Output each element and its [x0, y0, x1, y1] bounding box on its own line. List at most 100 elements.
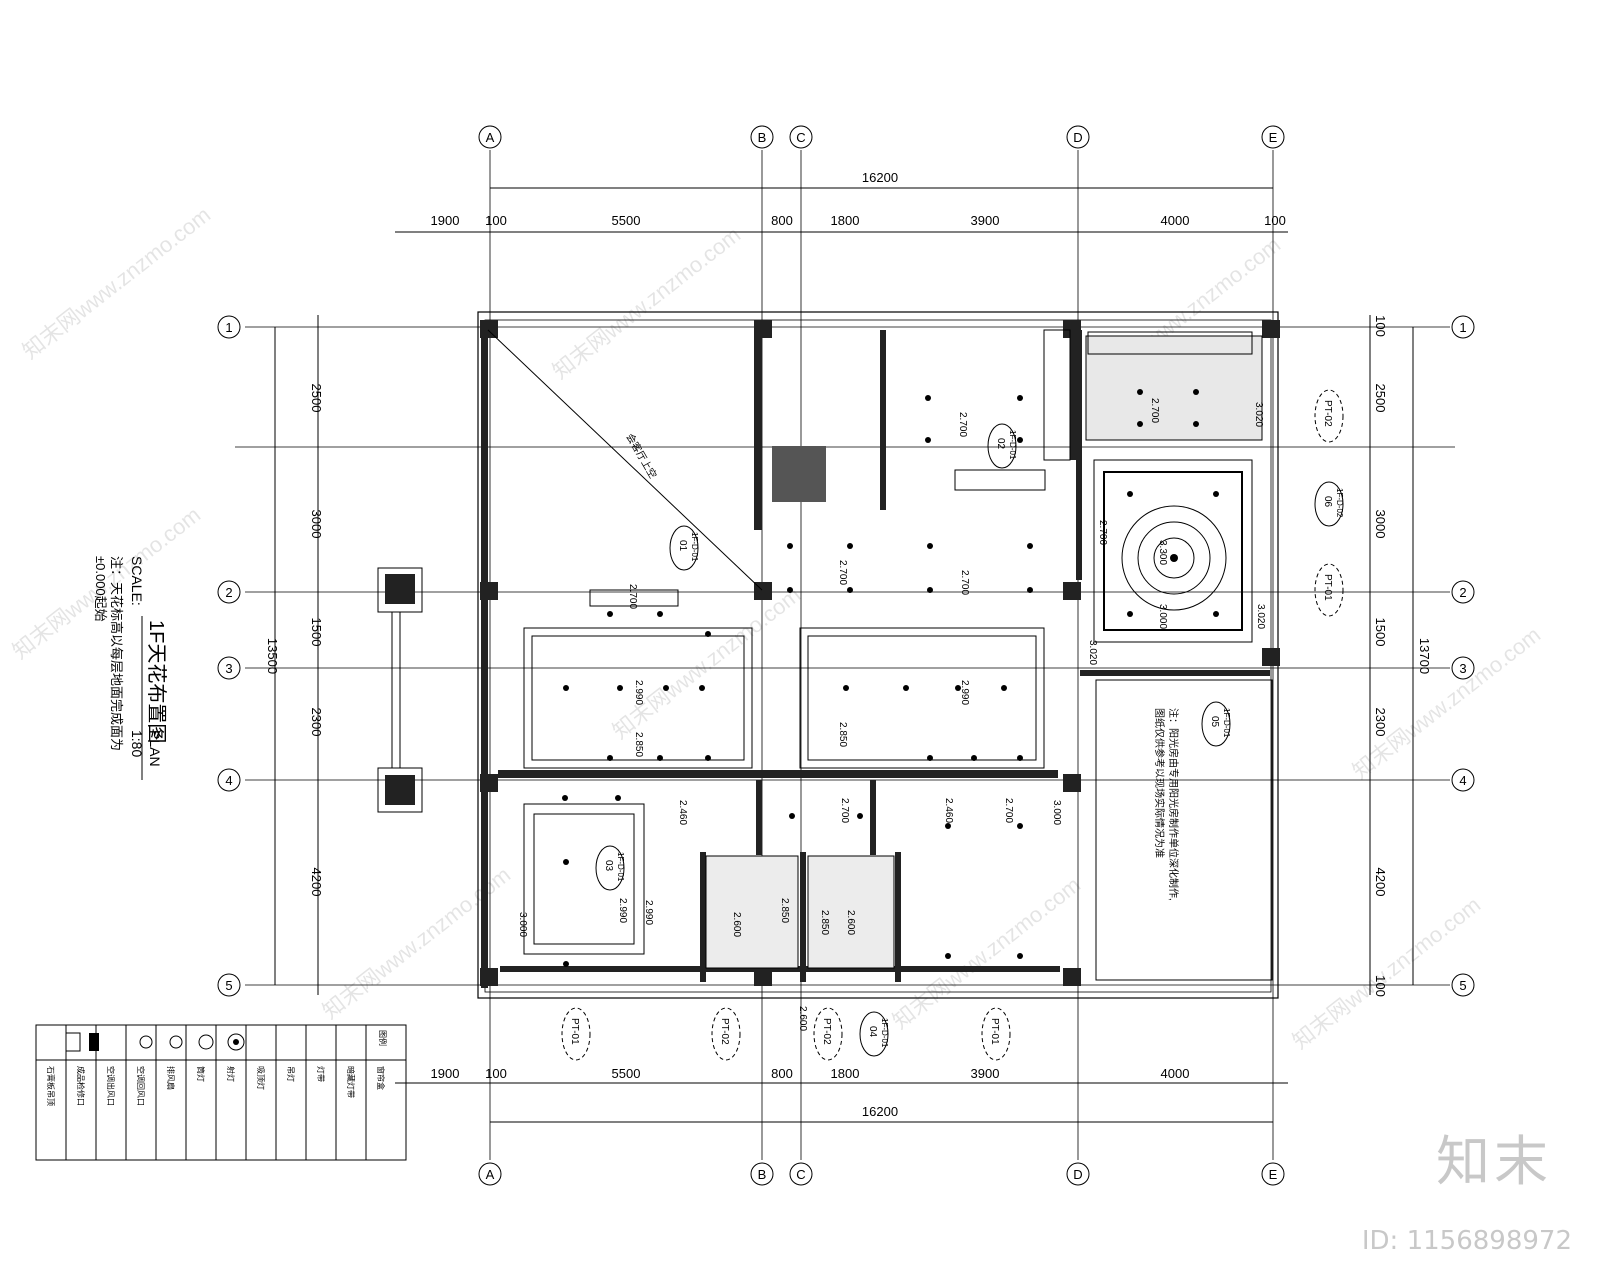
height-label: 3.020	[1255, 604, 1266, 629]
dim-bottom-total: 16200	[862, 1104, 898, 1119]
downlight-icon	[1127, 491, 1219, 617]
material-tag: PT-02	[813, 1007, 843, 1061]
axis-bubbles-right: 1 2 3 4 5	[1451, 315, 1475, 997]
height-label: 2.700	[959, 570, 970, 595]
scale-label: SCALE:	[129, 556, 145, 606]
axis-label-d: D	[1073, 1167, 1082, 1182]
axis-label-c: C	[796, 1167, 805, 1182]
ceiling-lamp-icon	[227, 1033, 245, 1051]
section-tag-number: 03	[603, 860, 614, 872]
legend-item: 空调出风口	[106, 1066, 116, 1106]
material-tags: PT-02 PT-01 PT-01 PT-02 PT-02 PT-01	[561, 389, 1344, 1061]
material-tag: PT-01	[981, 1007, 1011, 1061]
downlights	[562, 389, 1219, 967]
dim-top-seg: 800	[771, 213, 793, 228]
axis-label-5: 5	[225, 978, 232, 993]
axis-bubbles-bottom: A B C D E	[478, 1162, 1285, 1186]
axis-label-c: C	[796, 130, 805, 145]
downlight-icon	[562, 795, 621, 967]
bottom-dimensions: 1900 100 5500 800 1800 3900 4000 16200	[395, 1066, 1288, 1123]
top-dimensions: 16200 1900 100 5500 800 1800 3900 4000 1…	[395, 170, 1288, 233]
downlight-icon	[787, 543, 853, 593]
height-label: 2.460	[677, 800, 688, 825]
legend-item: 成品检修口	[76, 1066, 86, 1106]
height-label: 2.990	[633, 680, 644, 705]
dim-left-seg: 3000	[309, 510, 324, 539]
material-tag: PT-02	[1314, 389, 1344, 443]
dim-bottom-seg: 1800	[831, 1066, 860, 1081]
legend-item: 石膏板吊顶	[46, 1066, 56, 1106]
axis-bubbles-left: 1 2 3 4 5	[217, 315, 241, 997]
downlight-icon	[945, 823, 1023, 959]
drawing-title-plan: PLAN	[147, 730, 163, 767]
dim-right-total: 13700	[1417, 638, 1432, 674]
brand-logo: 知末	[1436, 1130, 1552, 1193]
height-label: 2.600	[731, 912, 742, 937]
legend-table: 图例 石膏板吊顶 成品检修口 空调出风口 空调回风口 排风扇 筒灯 射灯 吸顶灯…	[35, 1024, 407, 1161]
material-tag: PT-02	[711, 1007, 741, 1061]
dim-bottom-seg: 3900	[971, 1066, 1000, 1081]
dim-bottom-seg: 800	[771, 1066, 793, 1081]
dim-right-seg: 3000	[1373, 510, 1388, 539]
section-tag-ref: 1F-D-01	[1222, 708, 1231, 738]
legend-item: 筒灯	[196, 1066, 206, 1082]
section-tag-ref: 1F-D-01	[690, 532, 699, 562]
height-label: 3.000	[517, 912, 528, 937]
axis-label-1: 1	[225, 320, 232, 335]
title-note-line2: ±0.000起始	[93, 556, 108, 622]
downlight-icon	[169, 1035, 183, 1049]
height-label: 2.700	[1149, 398, 1160, 423]
downlight-icon	[789, 813, 863, 819]
axis-label-3: 3	[1459, 661, 1466, 676]
height-label: 2.850	[633, 732, 644, 757]
sunroom-note-line1: 注：阳光房由专用阳光房制作单位深化制作,	[1167, 708, 1180, 901]
height-label: 2.600	[845, 910, 856, 935]
ceiling-features	[523, 329, 1273, 981]
height-label: 2.990	[643, 900, 654, 925]
dim-right-seg: 1500	[1373, 618, 1388, 647]
axis-label-e: E	[1269, 1167, 1278, 1182]
dim-top-seg: 100	[485, 213, 507, 228]
downlight-icon	[843, 685, 1007, 691]
section-tag-number: 01	[677, 540, 688, 552]
section-tag-ref: 1F-D-01	[880, 1018, 889, 1048]
dim-right-seg: 100	[1373, 315, 1388, 337]
legend-item: 空调回风口	[136, 1066, 146, 1106]
dim-right-seg: 4200	[1373, 868, 1388, 897]
material-tag: PT-01	[1314, 563, 1344, 617]
axis-label-a: A	[486, 1167, 495, 1182]
axis-label-b: B	[758, 1167, 767, 1182]
dim-bottom-seg: 100	[485, 1066, 507, 1081]
dim-bottom-seg: 4000	[1161, 1066, 1190, 1081]
watermark-text: 知末网www.znzmo.com	[1288, 892, 1485, 1054]
dim-top-seg: 5500	[612, 213, 641, 228]
section-tag-number: 04	[867, 1026, 878, 1038]
material-tag: PT-01	[561, 1007, 591, 1061]
title-block: 1F天花布置图 PLAN SCALE: 1:80 注：天花标高以每层地面完成面为…	[93, 556, 168, 780]
dim-right-seg: 2300	[1373, 708, 1388, 737]
axis-label-5: 5	[1459, 978, 1466, 993]
dim-top-total: 16200	[862, 170, 898, 185]
svg-text:PT-02: PT-02	[1322, 400, 1333, 427]
axis-label-2: 2	[1459, 585, 1466, 600]
section-tag-number: 05	[1209, 716, 1220, 728]
dim-left-seg: 2300	[309, 708, 324, 737]
legend-item: 暗藏灯带	[346, 1066, 356, 1098]
right-dimensions: 100 2500 3000 1500 2300 4200 100 13700	[1369, 315, 1432, 997]
axis-label-e: E	[1269, 130, 1278, 145]
axis-label-1: 1	[1459, 320, 1466, 335]
height-label: 2.700	[839, 798, 850, 823]
height-label: 2.600	[797, 1006, 808, 1031]
document-id: ID: 1156898972	[1361, 1226, 1572, 1256]
downlight-icon	[607, 611, 711, 761]
legend-item: 吸顶灯	[256, 1066, 266, 1090]
axis-label-a: A	[486, 130, 495, 145]
left-dimensions: 13500 2500 3000 1500 2300 4200	[265, 315, 324, 995]
height-label: 2.990	[959, 680, 970, 705]
dim-left-seg: 4200	[309, 868, 324, 897]
height-label: 2.700	[1003, 798, 1014, 823]
